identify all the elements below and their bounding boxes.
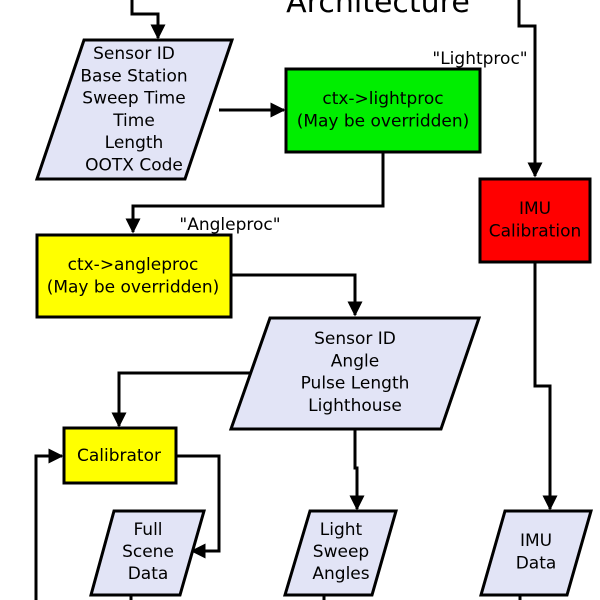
node-text-line: Data xyxy=(128,564,169,584)
node-imu-data: IMU Data xyxy=(479,509,593,597)
node-text-line: Light xyxy=(320,520,363,540)
node-text-line: Pulse Length xyxy=(301,374,410,394)
node-text-line: Sensor ID xyxy=(93,44,175,64)
node-imu-cal: IMU Calibration xyxy=(478,177,592,264)
node-text-line: Base Station xyxy=(80,66,187,86)
edge-angle-data-to-calibrator xyxy=(111,371,251,428)
node-text-line: OOTX Code xyxy=(85,156,183,176)
node-text-line: ctx->lightproc xyxy=(322,89,443,109)
edge-label-lightproc: "Lightproc" xyxy=(432,49,527,69)
node-lightproc: ctx->lightproc (May be overridden) xyxy=(284,67,482,154)
node-text-line: Scene xyxy=(122,542,174,562)
edge-imu-cal-to-imu-data xyxy=(533,263,558,511)
edge-angle-data-to-light-sweep xyxy=(349,429,365,511)
node-text-line: Angles xyxy=(312,564,369,584)
edge-feedback-to-calibrator xyxy=(34,448,64,600)
edge-top-to-light-data xyxy=(130,0,166,40)
node-text-line: ctx->angleproc xyxy=(68,255,199,275)
node-text-line: IMU xyxy=(520,531,552,551)
edge-calibrator-to-full-scene xyxy=(176,454,221,559)
node-text-line: Full xyxy=(133,520,162,540)
edge-top-to-imu-cal xyxy=(517,0,543,178)
node-text-line: Angle xyxy=(331,351,379,371)
node-imu-cal-text: IMU Calibration xyxy=(489,199,582,242)
node-text-line: (May be overridden) xyxy=(297,112,470,132)
node-angleproc-text: ctx->angleproc (May be overridden) xyxy=(47,255,220,298)
node-text-line: IMU xyxy=(519,199,551,219)
node-imu-data-text: IMU Data xyxy=(516,531,557,574)
edge-label-angleproc: "Angleproc" xyxy=(179,215,280,235)
node-text-line: Sensor ID xyxy=(314,329,396,349)
node-text-line: Calibration xyxy=(489,222,582,242)
node-text-line: Calibrator xyxy=(77,446,161,466)
node-text-line: Sweep Time xyxy=(82,89,185,109)
node-text-line: Length xyxy=(105,133,164,153)
diagram-title: Architecture xyxy=(286,0,470,20)
node-text-line: (May be overridden) xyxy=(47,278,220,298)
node-calibrator: Calibrator xyxy=(62,426,178,485)
edge-lightproc-to-angleproc xyxy=(125,152,385,234)
node-lightproc-text: ctx->lightproc (May be overridden) xyxy=(297,89,470,132)
node-calibrator-text: Calibrator xyxy=(77,446,161,466)
edge-angleproc-to-angle-data xyxy=(231,273,363,317)
node-angleproc: ctx->angleproc (May be overridden) xyxy=(35,233,233,319)
node-text-line: Data xyxy=(516,554,557,574)
node-text-line: Time xyxy=(112,111,155,131)
node-text-line: Sweep xyxy=(313,542,369,562)
node-text-line: Lighthouse xyxy=(308,396,402,416)
